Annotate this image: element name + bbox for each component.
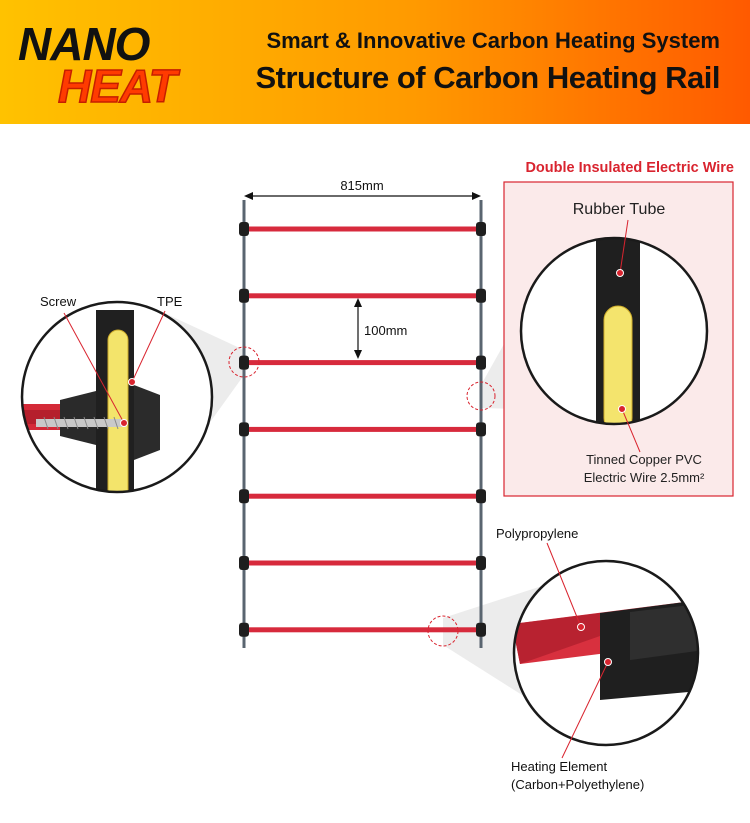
highlight-circle-left (228, 346, 260, 378)
logo-line-nano: NANO (18, 18, 150, 70)
rail-connector-left (239, 355, 249, 370)
rail-connector-left (239, 489, 249, 504)
header-title: Structure of Carbon Heating Rail (255, 60, 720, 95)
rail-connector-left (239, 622, 249, 637)
width-label: 815mm (340, 178, 383, 193)
rubber-tube-label: Rubber Tube (573, 201, 666, 218)
rail-connector-left (239, 222, 249, 236)
rail-connector-right (476, 422, 486, 437)
screw-detail-magnifier (20, 300, 214, 494)
rail-bar (248, 627, 477, 633)
polypropylene-label: Polypropylene (496, 526, 578, 541)
wire-label-line1: Tinned Copper PVC (586, 452, 702, 467)
rail-bars (239, 222, 486, 637)
rail-connector-right (476, 222, 486, 236)
heating-element-label-line2: (Carbon+Polyethylene) (511, 777, 644, 792)
rail-connector-right (476, 489, 486, 504)
rail-bar (248, 293, 477, 299)
rail-connector-right (476, 622, 486, 637)
wire-label-line2: Electric Wire 2.5mm² (584, 470, 705, 485)
rail-bar (248, 493, 477, 499)
wire-detail-magnifier (519, 219, 709, 453)
heating-rail-diagram: 815mm 100mm (20, 160, 734, 792)
rail-connector-left (239, 422, 249, 437)
header-subtitle: Smart & Innovative Carbon Heating System (266, 28, 720, 53)
screw-thread (36, 416, 126, 430)
rail-bar (248, 560, 477, 566)
rail-connector-right (476, 355, 486, 370)
width-dimension (244, 192, 481, 200)
highlight-circle-right (466, 381, 496, 411)
highlight-circle-bottom (427, 615, 459, 647)
rail-connector-right (476, 288, 486, 303)
wire-box-title: Double Insulated Electric Wire (525, 160, 734, 176)
logo-line-heat: HEAT (57, 60, 177, 112)
rail-connector-left (239, 288, 249, 303)
rail-bar (248, 226, 477, 232)
heating-element-magnifier (512, 542, 700, 759)
header-banner: NANO HEAT Smart & Innovative Carbon Heat… (0, 0, 750, 124)
tpe-label: TPE (157, 294, 183, 309)
spacing-label: 100mm (364, 323, 407, 338)
rail-connector-right (476, 556, 486, 570)
rail-bar (248, 360, 477, 366)
screw-label: Screw (40, 294, 77, 309)
rail-connector-left (239, 556, 249, 570)
heating-element-label-line1: Heating Element (511, 759, 607, 774)
rail-frame (242, 200, 483, 648)
nanoheat-logo: NANO HEAT (18, 18, 218, 113)
spacing-dimension (354, 298, 362, 359)
rail-bar (248, 426, 477, 432)
